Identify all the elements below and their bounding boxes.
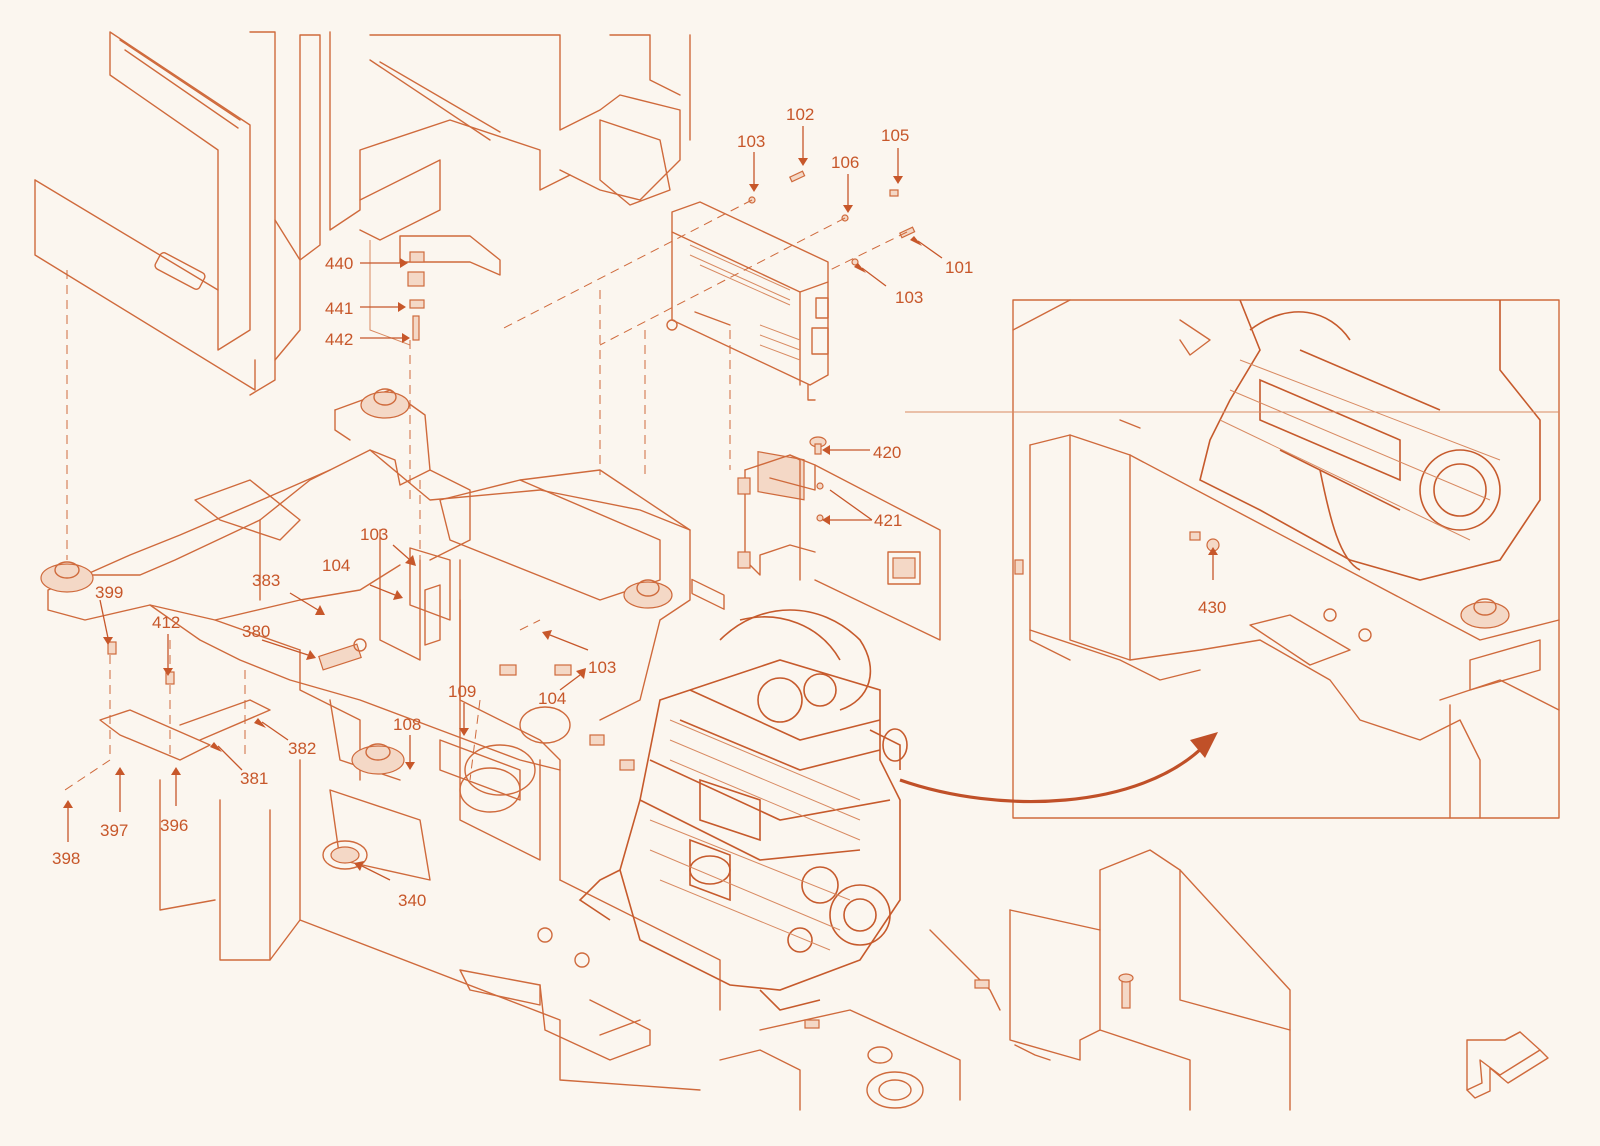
callout-381: 381: [240, 769, 268, 788]
callout-398: 398: [52, 849, 80, 868]
callout-441: 441: [325, 299, 353, 318]
detail-inset: [1012, 299, 1560, 819]
callout-103: 103: [895, 288, 923, 307]
callout-104: 104: [538, 689, 566, 708]
callout-108: 108: [393, 715, 421, 734]
callout-106: 106: [831, 153, 859, 172]
callout-382: 382: [288, 739, 316, 758]
callout-442: 442: [325, 330, 353, 349]
callout-103: 103: [360, 525, 388, 544]
callout-440: 440: [325, 254, 353, 273]
callout-412: 412: [152, 613, 180, 632]
callout-340: 340: [398, 891, 426, 910]
engine-mounts: [40, 388, 1510, 775]
callout-380: 380: [242, 622, 270, 641]
callout-101: 101: [945, 258, 973, 277]
curved-arrow-icon: [899, 732, 1218, 804]
callout-399: 399: [95, 583, 123, 602]
chassis-frame: [47, 389, 721, 1091]
callout-421: 421: [874, 511, 902, 530]
callout-430: 430: [1198, 598, 1226, 617]
lower-frame: [459, 608, 1372, 1111]
assembly-lines: [64, 199, 908, 791]
callout-396: 396: [160, 816, 188, 835]
fasteners-top: [748, 170, 916, 266]
orientation-arrow-icon: [1466, 1031, 1549, 1099]
callout-labels: 102 103 105 106 101 103 440 441 442 420 …: [52, 105, 1226, 910]
left-bracket-parts: [99, 547, 635, 870]
callout-105: 105: [881, 126, 909, 145]
callout-397: 397: [100, 821, 128, 840]
callout-104: 104: [322, 556, 350, 575]
bracket-parts: [369, 240, 425, 346]
callout-383: 383: [252, 571, 280, 590]
mount-bracket: [737, 436, 941, 641]
engine-assembly: [578, 609, 908, 1011]
control-unit: [666, 201, 829, 610]
cab-frame: [34, 31, 691, 396]
callout-420: 420: [873, 443, 901, 462]
callout-102: 102: [786, 105, 814, 124]
callout-leaders: [63, 126, 1218, 881]
callout-103: 103: [588, 658, 616, 677]
callout-103: 103: [737, 132, 765, 151]
callout-109: 109: [448, 682, 476, 701]
